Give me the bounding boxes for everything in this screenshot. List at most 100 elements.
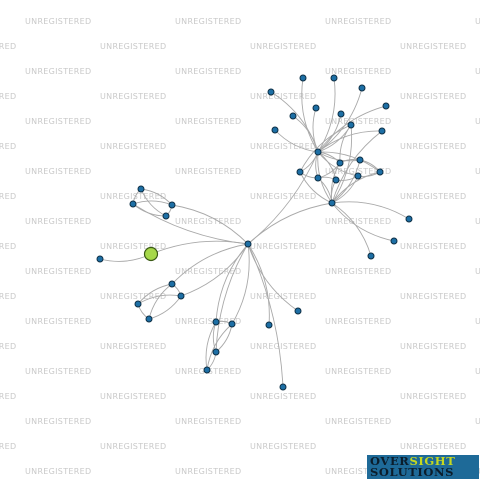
- graph-node[interactable]: [299, 74, 307, 82]
- graph-node[interactable]: [358, 84, 366, 92]
- graph-node[interactable]: [296, 168, 304, 176]
- watermark-text: UNREGISTERED: [325, 67, 391, 76]
- watermark-text: UNREGISTERED: [250, 442, 316, 451]
- watermark-text: UNREGISTERED: [175, 467, 241, 476]
- watermark-text: UNREGISTERED: [175, 217, 241, 226]
- watermark-text: UNREGISTERED: [175, 267, 241, 276]
- focus-node[interactable]: [143, 246, 159, 262]
- watermark-text: UNREGISTERED: [250, 92, 316, 101]
- graph-node[interactable]: [96, 255, 104, 263]
- graph-node[interactable]: [279, 383, 287, 391]
- watermark-text: UNREGISTERED: [25, 67, 91, 76]
- watermark-text: UNREGISTERED: [400, 142, 466, 151]
- graph-node[interactable]: [271, 126, 279, 134]
- graph-node[interactable]: [356, 156, 364, 164]
- watermark-text: UNREGISTERED: [100, 92, 166, 101]
- graph-node[interactable]: [332, 176, 340, 184]
- graph-node[interactable]: [347, 121, 355, 129]
- graph-edge: [171, 243, 249, 285]
- graph-edge: [299, 124, 352, 173]
- watermark-text: UNREGISTERED: [0, 392, 16, 401]
- graph-node[interactable]: [265, 321, 273, 329]
- graph-edge: [99, 253, 152, 262]
- graph-node[interactable]: [314, 148, 322, 156]
- oversight-solutions-logo: OVERSIGHT SOLUTIONS: [367, 455, 479, 479]
- graph-edge: [231, 243, 250, 325]
- watermark-text: UNREGISTERED: [400, 292, 466, 301]
- watermark-text: UNREGISTERED: [325, 117, 391, 126]
- watermark-text: UNREGISTERED: [175, 317, 241, 326]
- logo-word-sight: SIGHT: [409, 454, 456, 468]
- graph-node[interactable]: [390, 237, 398, 245]
- graph-node[interactable]: [354, 172, 362, 180]
- graph-edge: [247, 243, 284, 388]
- watermark-text: UNREGISTERED: [475, 167, 480, 176]
- graph-node[interactable]: [137, 185, 145, 193]
- graph-node[interactable]: [177, 292, 185, 300]
- graph-node[interactable]: [228, 320, 236, 328]
- graph-node[interactable]: [336, 159, 344, 167]
- graph-node[interactable]: [162, 212, 170, 220]
- watermark-text: UNREGISTERED: [475, 267, 480, 276]
- watermark-text: UNREGISTERED: [100, 242, 166, 251]
- watermark-text: UNREGISTERED: [175, 67, 241, 76]
- watermark-text: UNREGISTERED: [100, 392, 166, 401]
- graph-node[interactable]: [367, 252, 375, 260]
- watermark-text: UNREGISTERED: [175, 117, 241, 126]
- graph-node[interactable]: [168, 201, 176, 209]
- logo-word-solutions: SOLUTIONS: [370, 465, 454, 479]
- watermark-text: UNREGISTERED: [25, 167, 91, 176]
- graph-node[interactable]: [129, 200, 137, 208]
- graph-node[interactable]: [328, 199, 336, 207]
- watermark-text: UNREGISTERED: [475, 367, 480, 376]
- graph-edge: [132, 203, 249, 245]
- graph-node[interactable]: [337, 110, 345, 118]
- graph-edge: [331, 201, 410, 220]
- graph-edge: [331, 171, 381, 204]
- watermark-text: UNREGISTERED: [0, 342, 16, 351]
- watermark-text: UNREGISTERED: [0, 292, 16, 301]
- graph-edge: [215, 243, 249, 353]
- watermark-text: UNREGISTERED: [475, 217, 480, 226]
- watermark-text: UNREGISTERED: [175, 167, 241, 176]
- graph-node[interactable]: [244, 240, 252, 248]
- watermark-text: UNREGISTERED: [400, 92, 466, 101]
- graph-node[interactable]: [134, 300, 142, 308]
- graph-edge: [331, 159, 361, 204]
- graph-edge: [317, 130, 383, 153]
- graph-node[interactable]: [376, 168, 384, 176]
- graph-node[interactable]: [203, 366, 211, 374]
- graph-node[interactable]: [312, 104, 320, 112]
- graph-node[interactable]: [212, 318, 220, 326]
- watermark-text: UNREGISTERED: [400, 242, 466, 251]
- graph-node[interactable]: [294, 307, 302, 315]
- watermark-text: UNREGISTERED: [250, 242, 316, 251]
- watermark-text: UNREGISTERED: [25, 117, 91, 126]
- watermark-text: UNREGISTERED: [400, 442, 466, 451]
- graph-node[interactable]: [289, 112, 297, 120]
- logo-word-over: OVER: [370, 454, 410, 468]
- graph-node[interactable]: [378, 127, 386, 135]
- watermark-text: UNREGISTERED: [25, 417, 91, 426]
- watermark-text: UNREGISTERED: [400, 192, 466, 201]
- watermark-text: UNREGISTERED: [325, 367, 391, 376]
- watermark-text: UNREGISTERED: [250, 392, 316, 401]
- graph-edge: [247, 202, 333, 245]
- watermark-text: UNREGISTERED: [100, 42, 166, 51]
- graph-node[interactable]: [145, 315, 153, 323]
- graph-node[interactable]: [212, 348, 220, 356]
- graph-edge: [132, 200, 173, 206]
- graph-node[interactable]: [314, 174, 322, 182]
- graph-node[interactable]: [382, 102, 390, 110]
- graph-node[interactable]: [267, 88, 275, 96]
- graph-node[interactable]: [330, 74, 338, 82]
- node-layer: [96, 74, 413, 391]
- graph-edge: [317, 77, 336, 153]
- graph-node[interactable]: [405, 215, 413, 223]
- graph-edge: [180, 243, 249, 297]
- graph-edge: [247, 243, 270, 326]
- watermark-text: UNREGISTERED: [0, 42, 16, 51]
- graph-node[interactable]: [168, 280, 176, 288]
- graph-edge: [317, 151, 361, 162]
- watermark-text: UNREGISTERED: [0, 92, 16, 101]
